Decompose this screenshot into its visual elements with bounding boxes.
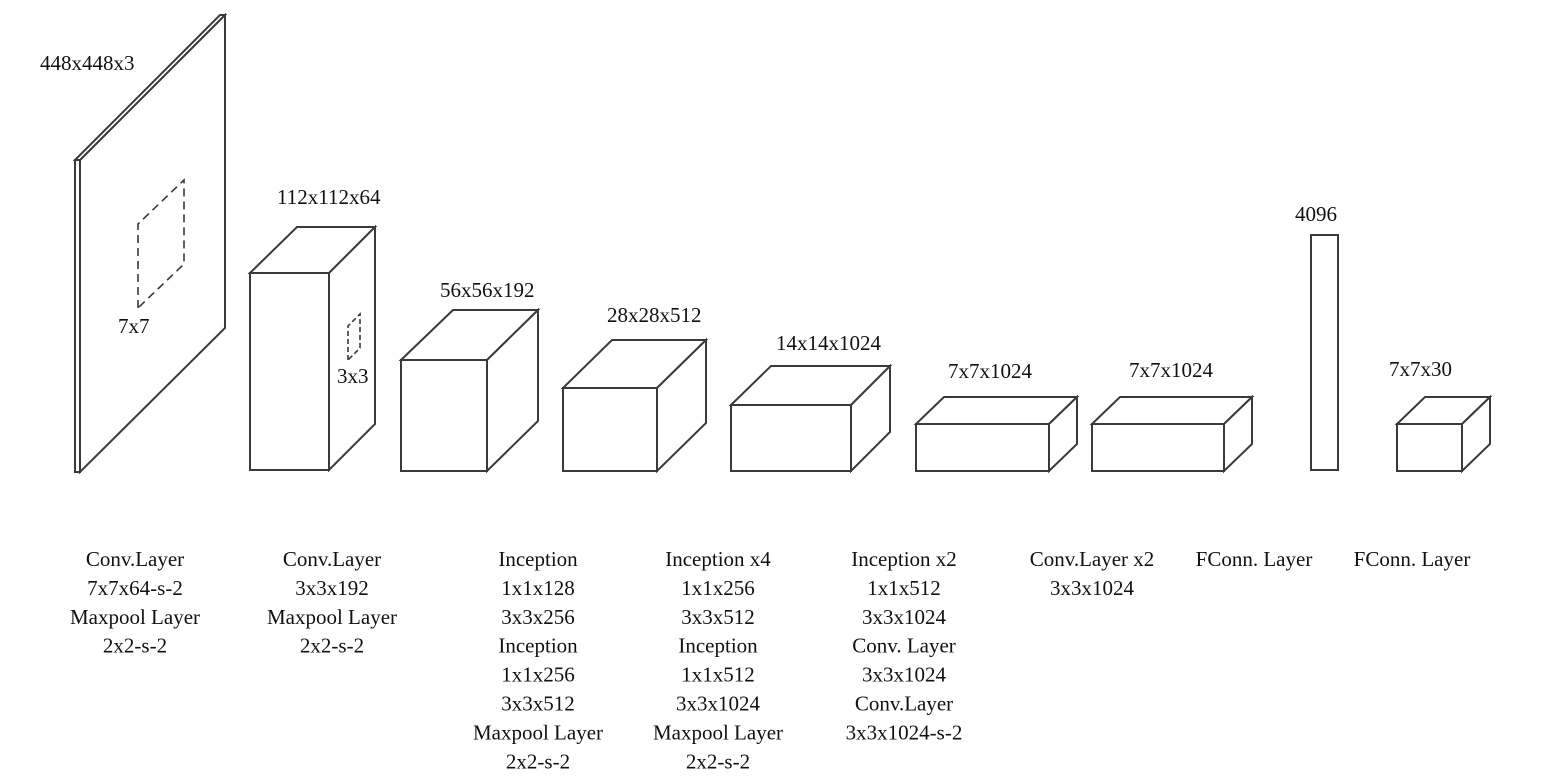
layer-2-desc-line: Maxpool Layer xyxy=(473,720,603,744)
layer-5-desc-line: Conv.Layer x2 xyxy=(1030,547,1155,571)
layer-input-block xyxy=(72,12,228,475)
layer-3-desc-line: 3x3x1024 xyxy=(676,692,761,716)
layer-4-desc-line: 3x3x1024-s-2 xyxy=(846,720,963,744)
layer-3-desc-line: Maxpool Layer xyxy=(653,720,783,744)
layer-0-desc-line: Maxpool Layer xyxy=(70,605,200,629)
layer-3-desc-line: Inception x4 xyxy=(665,547,771,571)
layer-3-desc-line: 3x3x512 xyxy=(681,605,755,629)
layer-3-desc-line: Inception xyxy=(678,634,758,658)
kernel-3x3-marker xyxy=(347,312,361,362)
layer-4-dims: 14x14x1024 xyxy=(776,331,882,355)
layer-0-desc-line: Conv.Layer xyxy=(86,547,184,571)
layer-0-desc-line: 7x7x64-s-2 xyxy=(87,576,183,600)
layer-6-desc-line: FConn. Layer xyxy=(1196,547,1313,571)
layer-3-desc-line: 1x1x256 xyxy=(681,576,755,600)
layer-3-block xyxy=(560,337,709,474)
layer-3-desc-line: 1x1x512 xyxy=(681,663,755,687)
layer-3-dims: 28x28x512 xyxy=(607,303,702,327)
layer-2-desc-line: 1x1x256 xyxy=(501,663,575,687)
layer-0-kernel-label: 7x7 xyxy=(118,314,150,338)
layer-7-block xyxy=(1310,234,1339,471)
layer-8-desc-line: FConn. Layer xyxy=(1354,547,1471,571)
input-slab-top xyxy=(72,14,228,161)
layer-5-front xyxy=(915,423,1050,472)
layer-4-desc-line: Inception x2 xyxy=(851,547,957,571)
layer-2-front xyxy=(400,359,488,472)
layer-1-front xyxy=(249,272,330,471)
layer-5-block xyxy=(913,394,1080,474)
layer-3-desc-line: 2x2-s-2 xyxy=(686,749,750,773)
layer-4-desc-line: 3x3x1024 xyxy=(862,663,947,687)
layer-4-front xyxy=(730,404,852,472)
layer-1-desc-line: Conv.Layer xyxy=(283,547,381,571)
layer-4-desc-line: Conv. Layer xyxy=(852,634,956,658)
layer-5-desc-line: 3x3x1024 xyxy=(1050,576,1135,600)
layer-6-block xyxy=(1089,394,1255,474)
input-slab-front xyxy=(74,159,81,473)
layer-2-block xyxy=(398,307,541,474)
layer-4-desc-line: 1x1x512 xyxy=(867,576,941,600)
layer-8-block xyxy=(1394,394,1493,474)
layer-2-desc-line: 3x3x512 xyxy=(501,692,575,716)
layer-6-dims: 7x7x1024 xyxy=(1129,358,1214,382)
layer-2-desc-line: 1x1x128 xyxy=(501,576,575,600)
layer-2-desc-line: 3x3x256 xyxy=(501,605,575,629)
layer-8-front xyxy=(1396,423,1463,472)
layer-1-desc-line: 2x2-s-2 xyxy=(300,634,364,658)
layer-2-desc-line: Inception xyxy=(498,547,578,571)
layer-2-desc-line: 2x2-s-2 xyxy=(506,749,570,773)
layer-2-dims: 56x56x192 xyxy=(440,278,535,302)
layer-1-kernel-label: 3x3 xyxy=(337,364,369,388)
layer-4-desc-line: 3x3x1024 xyxy=(862,605,947,629)
layer-0-dims: 448x448x3 xyxy=(40,51,135,75)
layer-4-block xyxy=(728,363,893,474)
layer-5-dims: 7x7x1024 xyxy=(948,359,1033,383)
layer-1-block xyxy=(247,224,378,473)
layer-4-desc-line: Conv.Layer xyxy=(855,692,953,716)
layer-7-vector xyxy=(1310,234,1339,471)
layer-1-dims: 112x112x64 xyxy=(277,185,381,209)
layer-6-front xyxy=(1091,423,1225,472)
layer-8-dims: 7x7x30 xyxy=(1389,357,1452,381)
layer-3-front xyxy=(562,387,658,472)
kernel-7x7-marker xyxy=(137,178,185,310)
layer-1-desc-line: Maxpool Layer xyxy=(267,605,397,629)
layer-7-dims: 4096 xyxy=(1295,202,1337,226)
layer-1-desc-line: 3x3x192 xyxy=(295,576,369,600)
layer-0-desc-line: 2x2-s-2 xyxy=(103,634,167,658)
layer-2-desc-line: Inception xyxy=(498,634,578,658)
